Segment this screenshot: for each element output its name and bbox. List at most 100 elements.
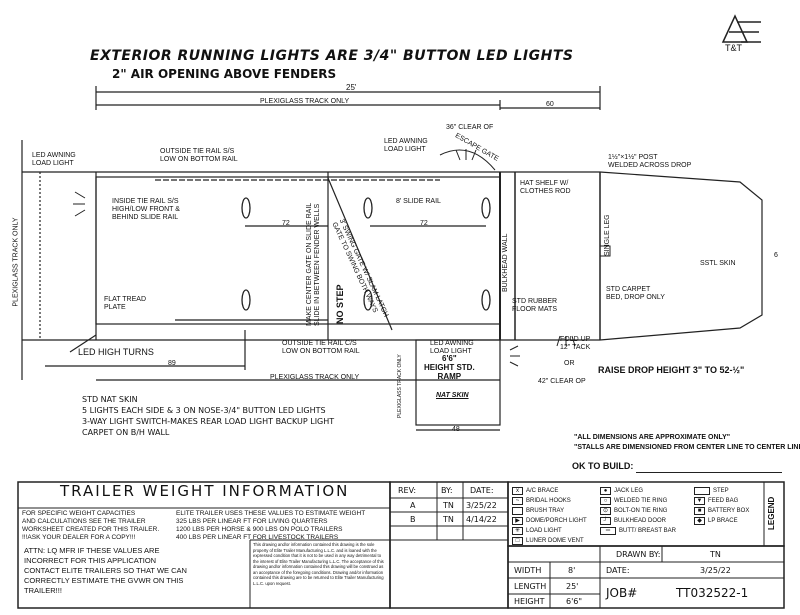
legend-title: LEGEND [767,496,776,530]
label-or: OR [564,360,575,367]
legend-battery-box: ■BATTERY BOX [694,507,749,515]
label-led-high-turns: LED HIGH TURNS [78,347,154,357]
build-notes: STD NAT SKIN 5 LIGHTS EACH SIDE & 3 ON N… [82,394,334,438]
legend-load-light: ✳LOAD LIGHT [512,527,562,535]
weight-info-title: TRAILER WEIGHT INFORMATION [60,482,350,500]
ok-to-build-label: OK TO BUILD: [572,461,634,471]
label-ramp-side: PLEXIGLASS TRACK ONLY [397,354,403,418]
note-line: CARPET ON B/H WALL [82,428,170,437]
rev-row-b-by: TN [443,515,454,524]
label-std-carpet: STD CARPET BED, DROP ONLY [606,286,665,301]
weight-info-fine-print: This drawing and/or information containe… [253,542,384,586]
dim-72-left: 72 [282,220,290,227]
brush-tray-icon [512,507,523,515]
label-bulkhead-wall: BULKHEAD WALL [502,233,509,292]
label-clear-42: 42" CLEAR OP [538,378,586,385]
label-no-step: NO STEP [335,284,345,324]
note-line: 5 LIGHTS EACH SIDE & 3 ON NOSE-3/4" BUTT… [82,406,326,415]
legend-dome-porch-light: ▶DOME/PORCH LIGHT [512,517,587,525]
lp-brace-icon: ◆ [694,517,705,525]
rev-header-by: BY: [441,486,453,495]
rev-row-b-date: 4/14/22 [466,515,497,524]
rev-row-b-rev: B [410,515,416,524]
disclaimer-dimensions: "ALL DIMENSIONS ARE APPROXIMATE ONLY" [574,434,731,441]
legend-step: STEP [694,487,729,495]
ac-brace-icon: x [512,487,523,495]
label-flat-tread: FLAT TREAD PLATE [104,296,147,311]
label-nat-skin-ramp: NAT SKIN [436,392,469,399]
legend-bolt-on-tie-ring: ⊙BOLT-ON TIE RING [600,507,667,515]
label-make-center-gate: MAKE CENTER GATE ON SLIDE RAIL SLIDE IN … [306,202,321,326]
title-drawn-by-label: DRAWN BY: [616,550,661,559]
legend-bridal-hooks: ~BRIDAL HOOKS [512,497,571,505]
label-outside-tie-rail-bottom: OUTSIDE TIE RAIL C/S LOW ON BOTTOM RAIL [282,340,360,355]
header-air-opening: 2" AIR OPENING ABOVE FENDERS [112,67,337,81]
butt-bar-icon: ═ [600,527,616,535]
title-date: 3/25/22 [700,566,731,575]
legend-butt-breast-bar: ═BUTT/ BREAST BAR [600,527,676,535]
weight-info-attn: ATTN: LQ MFR IF THESE VALUES ARE INCORRE… [24,546,187,595]
label-led-awning-left: LED AWNING LOAD LIGHT [32,152,76,167]
dim-6: 6 [774,252,778,259]
rev-row-a-by: TN [443,501,454,510]
legend-lp-brace: ◆LP BRACE [694,517,738,525]
legend-bulkhead-door: ┘BULKHEAD DOOR [600,517,666,525]
label-raise-drop: RAISE DROP HEIGHT 3" TO 52-½" [598,365,745,375]
rev-row-a-rev: A [410,501,416,510]
label-post: 1½"×1½" POST WELDED ACROSS DROP [608,154,692,169]
title-drawn-by: TN [710,550,721,559]
title-date-label: DATE: [606,566,630,575]
bolt-on-tie-ring-icon: ⊙ [600,507,611,515]
company-logo: T&T [715,14,765,58]
dim-overall-length: 25' [346,83,357,92]
rev-header-rev: REV: [398,486,417,495]
load-light-icon: ✳ [512,527,523,535]
dim-48: 48 [452,426,460,433]
title-length-label: LENGTH [514,582,547,591]
legend-brush-tray: BRUSH TRAY [512,507,564,515]
dim-nose-60: 60 [546,101,554,108]
title-job: TT032522-1 [676,586,749,600]
legend-jack-leg: ●JACK LEG [600,487,643,495]
label-inside-tie-rail: INSIDE TIE RAIL S/S HIGH/LOW FRONT & BEH… [112,198,180,221]
label-outside-tie-rail-top: OUTSIDE TIE RAIL S/S LOW ON BOTTOM RAIL [160,148,238,163]
weight-info-left: FOR SPECIFIC WEIGHT CAPACITIES AND CALCU… [22,510,160,541]
feed-bag-icon: ▼ [694,497,705,505]
logo-mark-icon [721,14,761,43]
label-hat-shelf: HAT SHELF W/ CLOTHES ROD [520,180,571,195]
note-line: 3-WAY LIGHT SWITCH-MAKES REAR LOAD LIGHT… [82,417,335,426]
header-running-lights: EXTERIOR RUNNING LIGHTS ARE 3/4" BUTTON … [90,48,574,64]
rev-header-date: DATE: [470,486,494,495]
ok-to-build-line [636,472,782,473]
dim-plexi-bottom: PLEXIGLASS TRACK ONLY [270,374,360,381]
title-width: 8' [568,566,576,575]
label-std-rubber: STD RUBBER FLOOR MATS [512,298,558,313]
label-ramp: 6'6" HEIGHT STD. RAMP [424,354,475,381]
bulkhead-door-icon: ┘ [600,517,611,525]
label-led-awning-escape: LED AWNING LOAD LIGHT [384,138,428,153]
disclaimer-stalls: "STALLS ARE DIMENSIONED FROM CENTER LINE… [574,444,800,451]
dome-light-icon: ▶ [512,517,523,525]
label-slide-rail: 8' SLIDE RAIL [396,198,441,205]
title-height: 6'6" [566,597,583,606]
title-length: 25' [566,582,579,591]
label-clear-36: 36" CLEAR OF [446,124,494,131]
note-line: STD NAT SKIN [82,395,138,404]
label-led-awning-ramp: LED AWNING LOAD LIGHT [430,340,474,355]
legend-luner-dome-vent: □LUNER DOME VENT [512,537,584,545]
step-icon [694,487,710,495]
label-fold-up: FOLD UP 12" TACK [560,336,591,351]
dim-72-right: 72 [420,220,428,227]
title-height-label: HEIGHT [514,597,545,606]
title-width-label: WIDTH [514,566,542,575]
dim-plexi-side: PLEXIGLASS TRACK ONLY [12,217,20,307]
legend-welded-tie-ring: ○WELDED TIE RING [600,497,667,505]
battery-box-icon: ■ [694,507,705,515]
rev-row-a-date: 3/25/22 [466,501,497,510]
title-job-label: JOB# [606,586,638,600]
dome-vent-icon: □ [512,537,523,545]
weight-info-right: ELITE TRAILER USES THESE VALUES TO ESTIM… [176,510,366,541]
welded-tie-ring-icon: ○ [600,497,611,505]
